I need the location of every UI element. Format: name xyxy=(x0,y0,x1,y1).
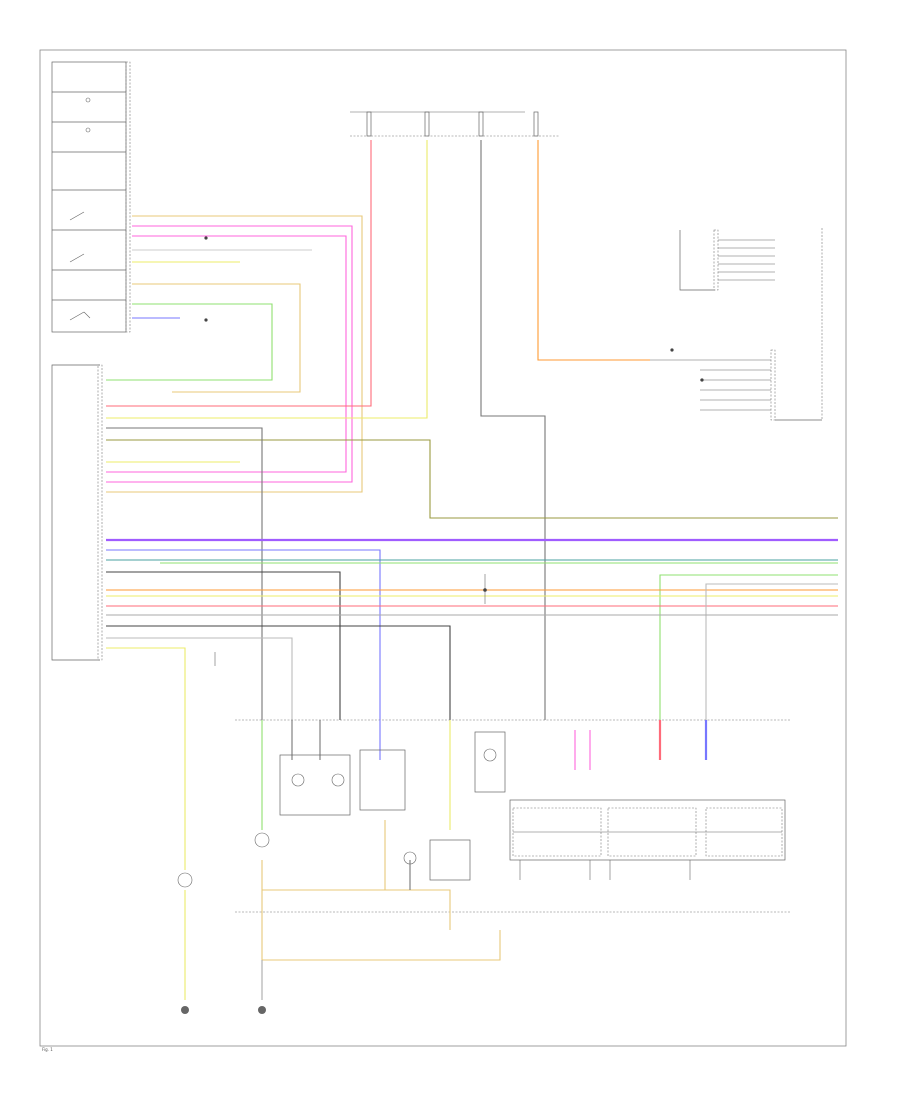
switch-wires xyxy=(106,215,363,493)
right-module xyxy=(650,228,823,421)
ground-point-right xyxy=(258,1006,266,1014)
figure-id: Fig. 1 xyxy=(42,1047,53,1052)
diagram-frame xyxy=(39,49,847,1047)
fuse-feeds xyxy=(106,111,650,720)
light-switch xyxy=(51,61,131,333)
relay-box xyxy=(177,719,790,961)
control-module-bracket xyxy=(51,364,103,661)
ground-point-left xyxy=(181,1006,189,1014)
ground-terminals xyxy=(181,890,266,1014)
module-bus xyxy=(106,427,838,870)
